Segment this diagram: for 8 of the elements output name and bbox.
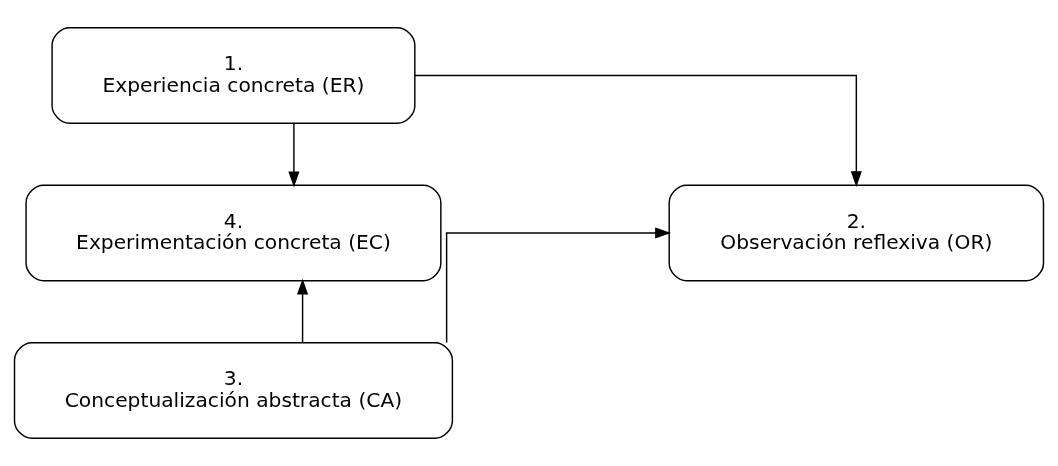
node-box: 3. Conceptualización abstracta (CA)	[13, 342, 454, 439]
node-box: 1. Experiencia concreta (ER)	[51, 27, 416, 124]
arrow	[445, 227, 672, 344]
node-box: 4. Experimentación concreta (EC)	[25, 184, 442, 282]
arrow	[414, 74, 862, 188]
arrow	[297, 278, 309, 344]
arrow	[288, 122, 300, 188]
node-box: 2. Observación reflexiva (OR)	[668, 184, 1045, 282]
